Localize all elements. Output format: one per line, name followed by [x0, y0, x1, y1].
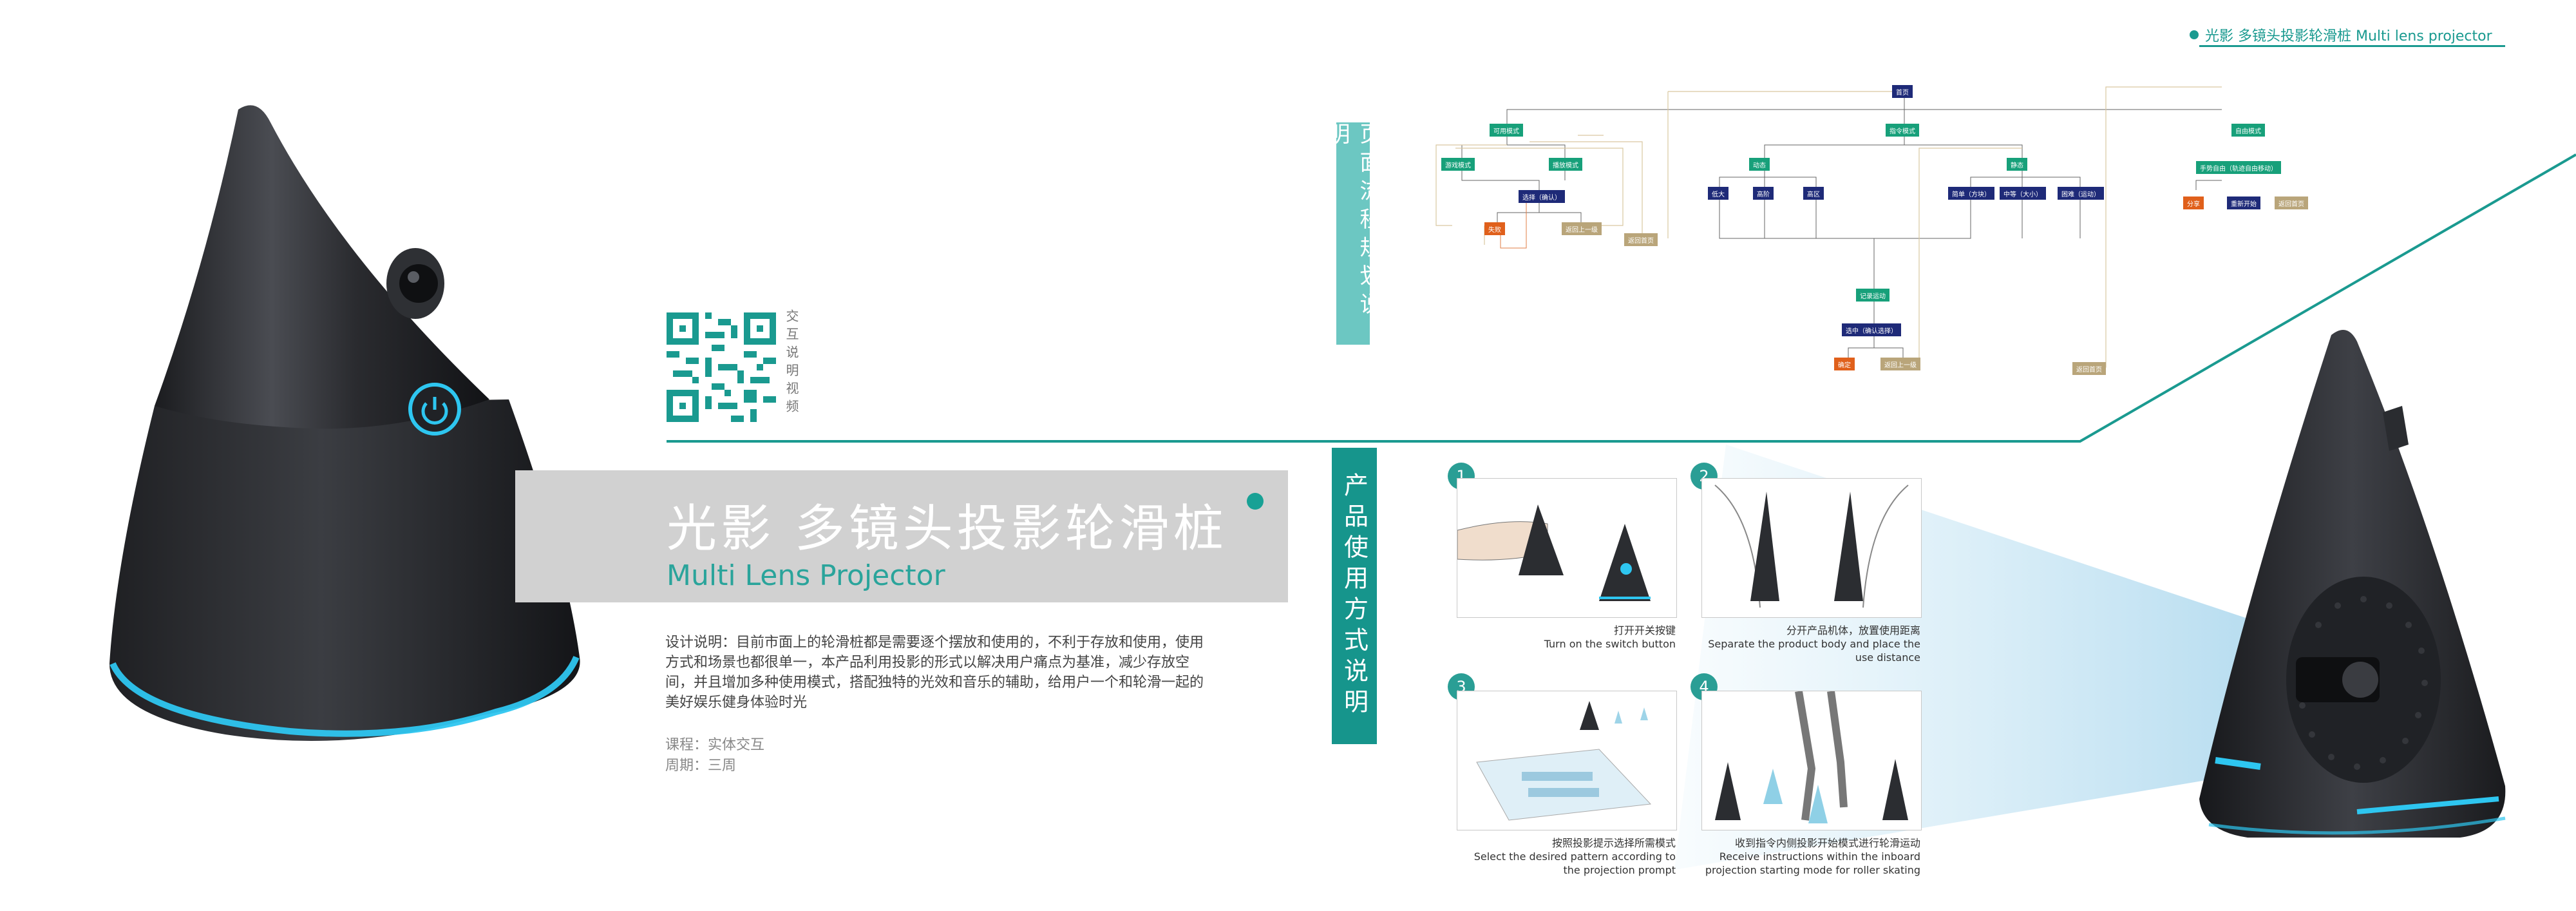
flow-node: 高阶	[1753, 187, 1774, 200]
step-1-caption-cn: 打开开关按键	[1613, 624, 1676, 637]
flow-node: 选中（确认选择）	[1842, 323, 1901, 336]
brand-dot-icon	[2190, 30, 2199, 39]
flow-chart-connectors	[1435, 86, 2222, 368]
flow-node: 高区	[1803, 187, 1824, 200]
flow-node: 返回上一级	[1880, 358, 1920, 370]
flow-node: 重新开始	[2227, 197, 2260, 209]
step-2-caption-cn: 分开产品机体，放置使用距离	[1786, 624, 1920, 637]
flow-node: 简单（方块）	[1948, 187, 1994, 200]
flow-node: 自由模式	[2231, 124, 2265, 137]
flow-node: 低大	[1708, 187, 1728, 200]
step-2-image	[1701, 478, 1922, 618]
flow-node: 分享	[2183, 197, 2204, 209]
flow-node: 记录运动	[1856, 289, 1889, 302]
flow-node: 确定	[1834, 358, 1855, 370]
flow-node: 返回首页	[2275, 197, 2308, 209]
flow-node: 动态	[1749, 158, 1770, 171]
step-3-caption-cn: 按照投影提示选择所需模式	[1551, 837, 1676, 849]
flow-node: 返回首页	[2072, 362, 2106, 375]
flow-node: 中等（大小）	[2000, 187, 2046, 200]
step-3-caption-en: Select the desired pattern according to …	[1473, 850, 1676, 876]
page-title: 光影 多镜头投影轮滑桩	[667, 500, 1227, 558]
step-2-caption: 分开产品机体，放置使用距离 Separate the product body …	[1701, 624, 1920, 664]
page-flow-chart: 首页 可用模式 指令模式 自由模式 游戏模式 播放模式 选择（确认） 失败 返回…	[1423, 84, 2308, 387]
duration-info: 周期：三周	[665, 758, 737, 774]
flow-node: 困难（运动）	[2058, 187, 2104, 200]
flow-section-badge: 页面流程规划说明	[1324, 122, 1381, 345]
usage-section-badge: 产品使用方式说明	[1332, 448, 1377, 744]
projector-product-image	[109, 105, 580, 741]
page-subtitle: Multi Lens Projector	[667, 559, 945, 592]
step-4-caption-cn: 收到指令内侧投影开始模式进行轮滑运动	[1734, 837, 1920, 849]
flow-node: 返回首页	[1624, 233, 1658, 246]
design-description: 设计说明：目前市面上的轮滑桩都是需要逐个摆放和使用的，不利于存放和使用，使用方式…	[665, 635, 1204, 711]
flow-node: 可用模式	[1490, 124, 1523, 137]
step-4-caption: 收到指令内侧投影开始模式进行轮滑运动 Receive instructions …	[1701, 836, 1920, 877]
step-4-caption-en: Receive instructions within the inboard …	[1705, 850, 1920, 876]
step-4-image	[1701, 691, 1922, 830]
step-1-image	[1457, 478, 1677, 618]
flow-node: 游戏模式	[1441, 158, 1475, 171]
flow-node: 手势自由（轨迹自由移动）	[2196, 161, 2281, 174]
brand-title-text: 光影 多镜头投影轮滑桩 Multi lens projector	[2205, 28, 2492, 44]
qr-code[interactable]	[667, 312, 776, 422]
step-3-image	[1457, 691, 1677, 830]
flow-node: 静态	[2007, 158, 2027, 171]
title-dot-icon	[1247, 493, 1264, 510]
qr-label: 交互说明视频	[784, 309, 799, 417]
flow-node: 播放模式	[1549, 158, 1582, 171]
step-1-caption: 打开开关按键 Turn on the switch button	[1457, 624, 1676, 651]
step-2-caption-en: Separate the product body and place the …	[1708, 638, 1920, 664]
flow-node: 指令模式	[1886, 124, 1919, 137]
flow-node: 选择（确认）	[1519, 190, 1565, 203]
flow-node: 首页	[1892, 85, 1913, 98]
brand-underline	[2199, 45, 2505, 47]
flow-node: 失败	[1484, 222, 1505, 235]
step-3-caption: 按照投影提示选择所需模式 Select the desired pattern …	[1457, 836, 1676, 877]
title-band	[515, 470, 1288, 602]
course-info: 课程：实体交互	[665, 737, 765, 753]
brand-title: 光影 多镜头投影轮滑桩 Multi lens projector	[2190, 24, 2492, 45]
projector-side-image	[2199, 330, 2506, 838]
flow-node: 返回上一级	[1562, 222, 1602, 235]
step-1-caption-en: Turn on the switch button	[1544, 638, 1676, 650]
